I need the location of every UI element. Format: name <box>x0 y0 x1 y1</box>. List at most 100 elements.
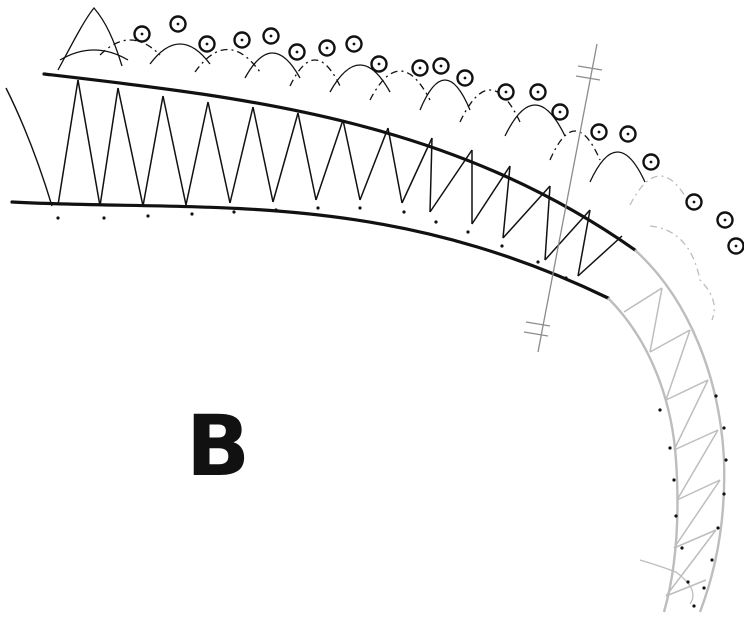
left-edge-curve <box>5 87 53 207</box>
picot-arches <box>57 6 691 206</box>
picot-arch <box>99 39 161 56</box>
faded-stitch-line <box>649 287 663 353</box>
pin-dot <box>190 212 194 216</box>
pin-dot <box>316 206 320 210</box>
guide-tick <box>523 331 549 337</box>
ground-stitch-line <box>315 119 344 201</box>
picot-center-dot <box>723 218 727 222</box>
picot-circles <box>133 15 744 255</box>
guide-tick <box>577 65 603 71</box>
picot-arch <box>589 151 646 183</box>
faded-continuation <box>607 225 726 613</box>
picot-center-dot <box>504 90 508 94</box>
picot-center-dot <box>536 90 540 94</box>
picot-center-dot <box>692 200 696 204</box>
pin-dots <box>56 206 728 608</box>
pin-dot <box>658 408 662 412</box>
picot-center-dot <box>205 42 209 46</box>
ground-stitch-line <box>185 101 209 206</box>
ground-stitch-line <box>252 106 274 203</box>
picot-arch <box>504 104 566 137</box>
picot-center-dot <box>140 32 144 36</box>
picot-center-dot <box>269 34 273 38</box>
picot-center-dot <box>558 110 562 114</box>
ground-stitch-line <box>229 106 254 204</box>
corner-guide-line <box>523 43 603 353</box>
guide-tick <box>575 75 601 81</box>
faded-stitch-line <box>665 579 707 597</box>
picot-center-dot <box>439 64 443 68</box>
picot-arch <box>57 6 123 71</box>
ground-stitch-line <box>99 87 119 207</box>
ground-stitch-line <box>544 209 591 261</box>
ground-stitch-line <box>57 79 79 206</box>
faded-stitch-line <box>649 329 691 353</box>
pin-dot <box>674 514 678 518</box>
faded-stitch-line <box>676 479 721 501</box>
pin-dot <box>686 580 690 584</box>
picot-center-dot <box>463 76 467 80</box>
ground-stitch-line <box>162 95 187 206</box>
pin-dot <box>536 260 540 264</box>
ground-stitch-line <box>502 165 511 239</box>
pin-dot <box>358 206 362 210</box>
ground-stitch-line <box>429 137 433 213</box>
faded-stitch-line <box>673 429 719 451</box>
pin-dot <box>500 244 504 248</box>
guide-tick <box>525 321 551 327</box>
picot-center-dot <box>597 130 601 134</box>
pin-dot <box>672 478 676 482</box>
pin-dot <box>274 208 278 212</box>
edge-band-grid <box>5 72 637 300</box>
faded-stitch-line <box>673 479 721 549</box>
picot-arch <box>329 64 391 93</box>
picot-arch <box>419 79 471 111</box>
pin-dot <box>716 526 720 530</box>
faded-stitch-line <box>665 329 691 401</box>
faded-stitch-line <box>623 287 663 313</box>
ground-stitch-line <box>77 79 101 207</box>
pin-dot <box>146 214 150 218</box>
pin-dot <box>722 492 726 496</box>
faded-outer-edge <box>634 249 726 613</box>
pin-dot <box>102 216 106 220</box>
ground-stitch-line <box>272 112 299 203</box>
ground-stitch-line <box>387 127 403 204</box>
guide-line <box>537 43 598 353</box>
picot-center-dot <box>377 62 381 66</box>
picot-center-dot <box>734 244 738 248</box>
pin-dot <box>564 276 568 280</box>
pin-dot <box>668 446 672 450</box>
picot-arch <box>194 48 261 73</box>
pin-dot <box>434 220 438 224</box>
faded-arch <box>649 225 715 321</box>
ground-stitch-line <box>502 185 551 239</box>
ground-stitch-line <box>342 119 361 201</box>
faded-arch <box>639 559 694 605</box>
ground-stitch-line <box>577 209 591 277</box>
picot-center-dot <box>176 22 180 26</box>
ground-stitch-line <box>401 137 433 204</box>
picot-arch <box>244 52 301 79</box>
picot-arch <box>149 43 211 65</box>
pin-dot <box>466 230 470 234</box>
picot-arch <box>459 89 521 123</box>
ground-stitch-line <box>297 112 317 201</box>
pin-dot <box>232 210 236 214</box>
ground-stitch-line <box>207 101 231 204</box>
faded-stitch-line <box>673 529 717 549</box>
picot-center-dot <box>325 46 329 50</box>
picot-center-dot <box>352 42 356 46</box>
picot-arch <box>59 49 129 61</box>
section-label-b: B <box>186 397 251 495</box>
pin-dot <box>702 586 706 590</box>
pin-dot <box>714 394 718 398</box>
picot-center-dot <box>649 160 653 164</box>
ground-stitch-line <box>142 95 164 207</box>
pin-dot <box>680 546 684 550</box>
pin-dot <box>724 458 728 462</box>
ground-stitch-line <box>117 87 144 207</box>
ground-stitch-line <box>544 185 551 261</box>
pin-dot <box>402 210 406 214</box>
